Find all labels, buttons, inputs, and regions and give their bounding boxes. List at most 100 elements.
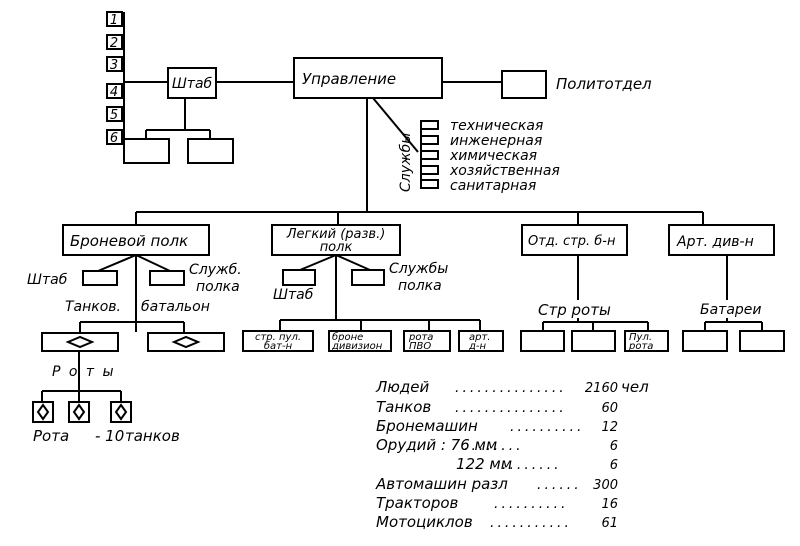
connector-line	[299, 254, 337, 271]
summary-row-value: 61	[601, 516, 618, 531]
light-regiment: Легкий (разв.) полк Штаб Службы полка ст…	[242, 224, 504, 352]
light-subunit-label-1: броне	[332, 331, 363, 343]
light-services-label-1: Службы	[389, 261, 448, 277]
rifle-companies-label: Стр роты	[538, 301, 611, 319]
summary-row-label: Танков	[376, 398, 431, 416]
service-item-medical: санитарная	[450, 178, 536, 194]
rifle-company-box	[571, 330, 616, 352]
light-services-label-2: полка	[398, 278, 442, 294]
armored-regiment: Броневой полк Штаб Служб. полка Танков. …	[27, 224, 242, 445]
summary-row-leader: ...............	[455, 380, 567, 396]
tank-company-symbol-icon	[114, 403, 128, 421]
armored-staff-box	[82, 270, 118, 286]
rifle-battalion-box	[521, 224, 628, 256]
summary-row-value: 16	[601, 497, 618, 512]
numbered-box-5-label: 5	[110, 108, 118, 123]
numbered-box-3-label: 3	[110, 58, 118, 73]
hq-staff-label: Штаб	[172, 76, 213, 92]
light-subunit-label-2: дивизион	[331, 341, 383, 352]
hq-staff-box	[167, 67, 217, 99]
staff-subunit-box	[123, 138, 170, 164]
battery-box	[682, 330, 728, 352]
tank-company-symbol-icon	[72, 403, 86, 421]
light-subunit-box	[458, 330, 504, 352]
light-subunit-label-2: бат-н	[264, 340, 293, 352]
summary-row-leader: ........	[464, 438, 524, 454]
political-dept-box	[501, 70, 547, 99]
artillery-division-box	[668, 224, 775, 256]
artillery-division-title: Арт. див-н	[676, 234, 754, 250]
numbered-box-2-label: 2	[110, 36, 118, 51]
summary-row-value: 2160	[585, 381, 618, 396]
mg-company-label-1: Пул.	[629, 332, 652, 343]
light-subunit-label-1: рота	[408, 332, 433, 343]
summary-row-leader: ...........	[490, 515, 572, 531]
service-item-supply: хозяйственная	[449, 163, 560, 179]
light-subunit-label-2: д-н	[468, 341, 487, 352]
light-regiment-title-1: Легкий (разв.)	[286, 227, 386, 242]
summary-row-label: 122 мм	[456, 455, 512, 473]
summary-row-value: 6	[610, 439, 618, 454]
armored-services-label-2: полка	[196, 279, 240, 295]
services-list: техническая инженерная химическая хозяйс…	[420, 118, 560, 194]
companies-label: Р о т ы	[52, 364, 116, 380]
service-item-engineering: инженерная	[450, 133, 542, 149]
summary-row-value: 60	[601, 401, 618, 416]
connector-line	[97, 254, 137, 272]
tank-battalion-symbol-icon	[171, 335, 201, 349]
mg-company-box	[624, 330, 669, 352]
light-subunit-label-1: стр. пул.	[255, 332, 301, 343]
tank-battalion-box	[41, 332, 119, 352]
summary-row-label: Орудий : 76 мм	[376, 436, 497, 454]
light-staff-label: Штаб	[273, 287, 314, 303]
tank-company-box	[110, 401, 132, 423]
light-subunit-box	[242, 330, 314, 352]
summary-row-label: Людей	[375, 378, 430, 396]
summary-row-value: 12	[601, 420, 618, 435]
summary-row-leader: ........	[502, 457, 562, 473]
armored-services-label-1: Служб.	[189, 262, 242, 278]
summary-row-label: Бронемашин	[376, 417, 478, 435]
service-box	[420, 120, 439, 130]
staff-subunit-box	[187, 138, 234, 164]
numbered-box-3	[106, 56, 123, 72]
tank-company-box	[32, 401, 54, 423]
service-item-chemical: химическая	[449, 148, 537, 164]
service-item-technical: техническая	[450, 118, 543, 134]
summary-row-leader: ..........	[510, 419, 585, 435]
numbered-box-6-label: 6	[110, 131, 118, 146]
battalion-label: батальон	[141, 299, 210, 315]
service-box	[420, 135, 439, 145]
company-note-unit: танков	[125, 427, 180, 445]
summary-row-value: 300	[593, 478, 618, 493]
light-subunit-box	[328, 330, 392, 352]
numbered-boxes: 1 2 3 4 5 6	[106, 11, 125, 146]
company-note-label: Рота	[33, 427, 69, 445]
service-box	[420, 165, 439, 175]
service-box	[420, 150, 439, 160]
numbered-box-2	[106, 34, 123, 50]
numbered-box-1-label: 1	[110, 13, 118, 28]
services-label: Службы	[398, 133, 414, 192]
light-services-box	[351, 269, 385, 286]
political-dept-label: Политотдел	[556, 75, 652, 93]
summary-row-value: 6	[610, 458, 618, 473]
tank-company-box	[68, 401, 90, 423]
company-note-count: - 10	[95, 427, 124, 445]
summary-row-label: Автомашин разл	[375, 475, 508, 493]
summary-row-leader: ...............	[455, 400, 567, 416]
summary-row-leader: ......	[537, 477, 582, 493]
light-subunit-label-2: ПВО	[409, 341, 431, 352]
light-subunit-box	[403, 330, 451, 352]
numbered-box-6	[106, 129, 123, 145]
tank-battalion-symbol-icon	[65, 335, 95, 349]
light-regiment-title-2: полк	[320, 240, 353, 255]
rifle-battalion-title: Отд. стр. б-н	[528, 234, 616, 249]
rifle-company-box	[520, 330, 565, 352]
artillery-division: Арт. див-н Батареи	[668, 224, 785, 352]
numbered-box-4	[106, 83, 123, 99]
batteries-label: Батареи	[700, 302, 762, 318]
battery-box	[739, 330, 785, 352]
